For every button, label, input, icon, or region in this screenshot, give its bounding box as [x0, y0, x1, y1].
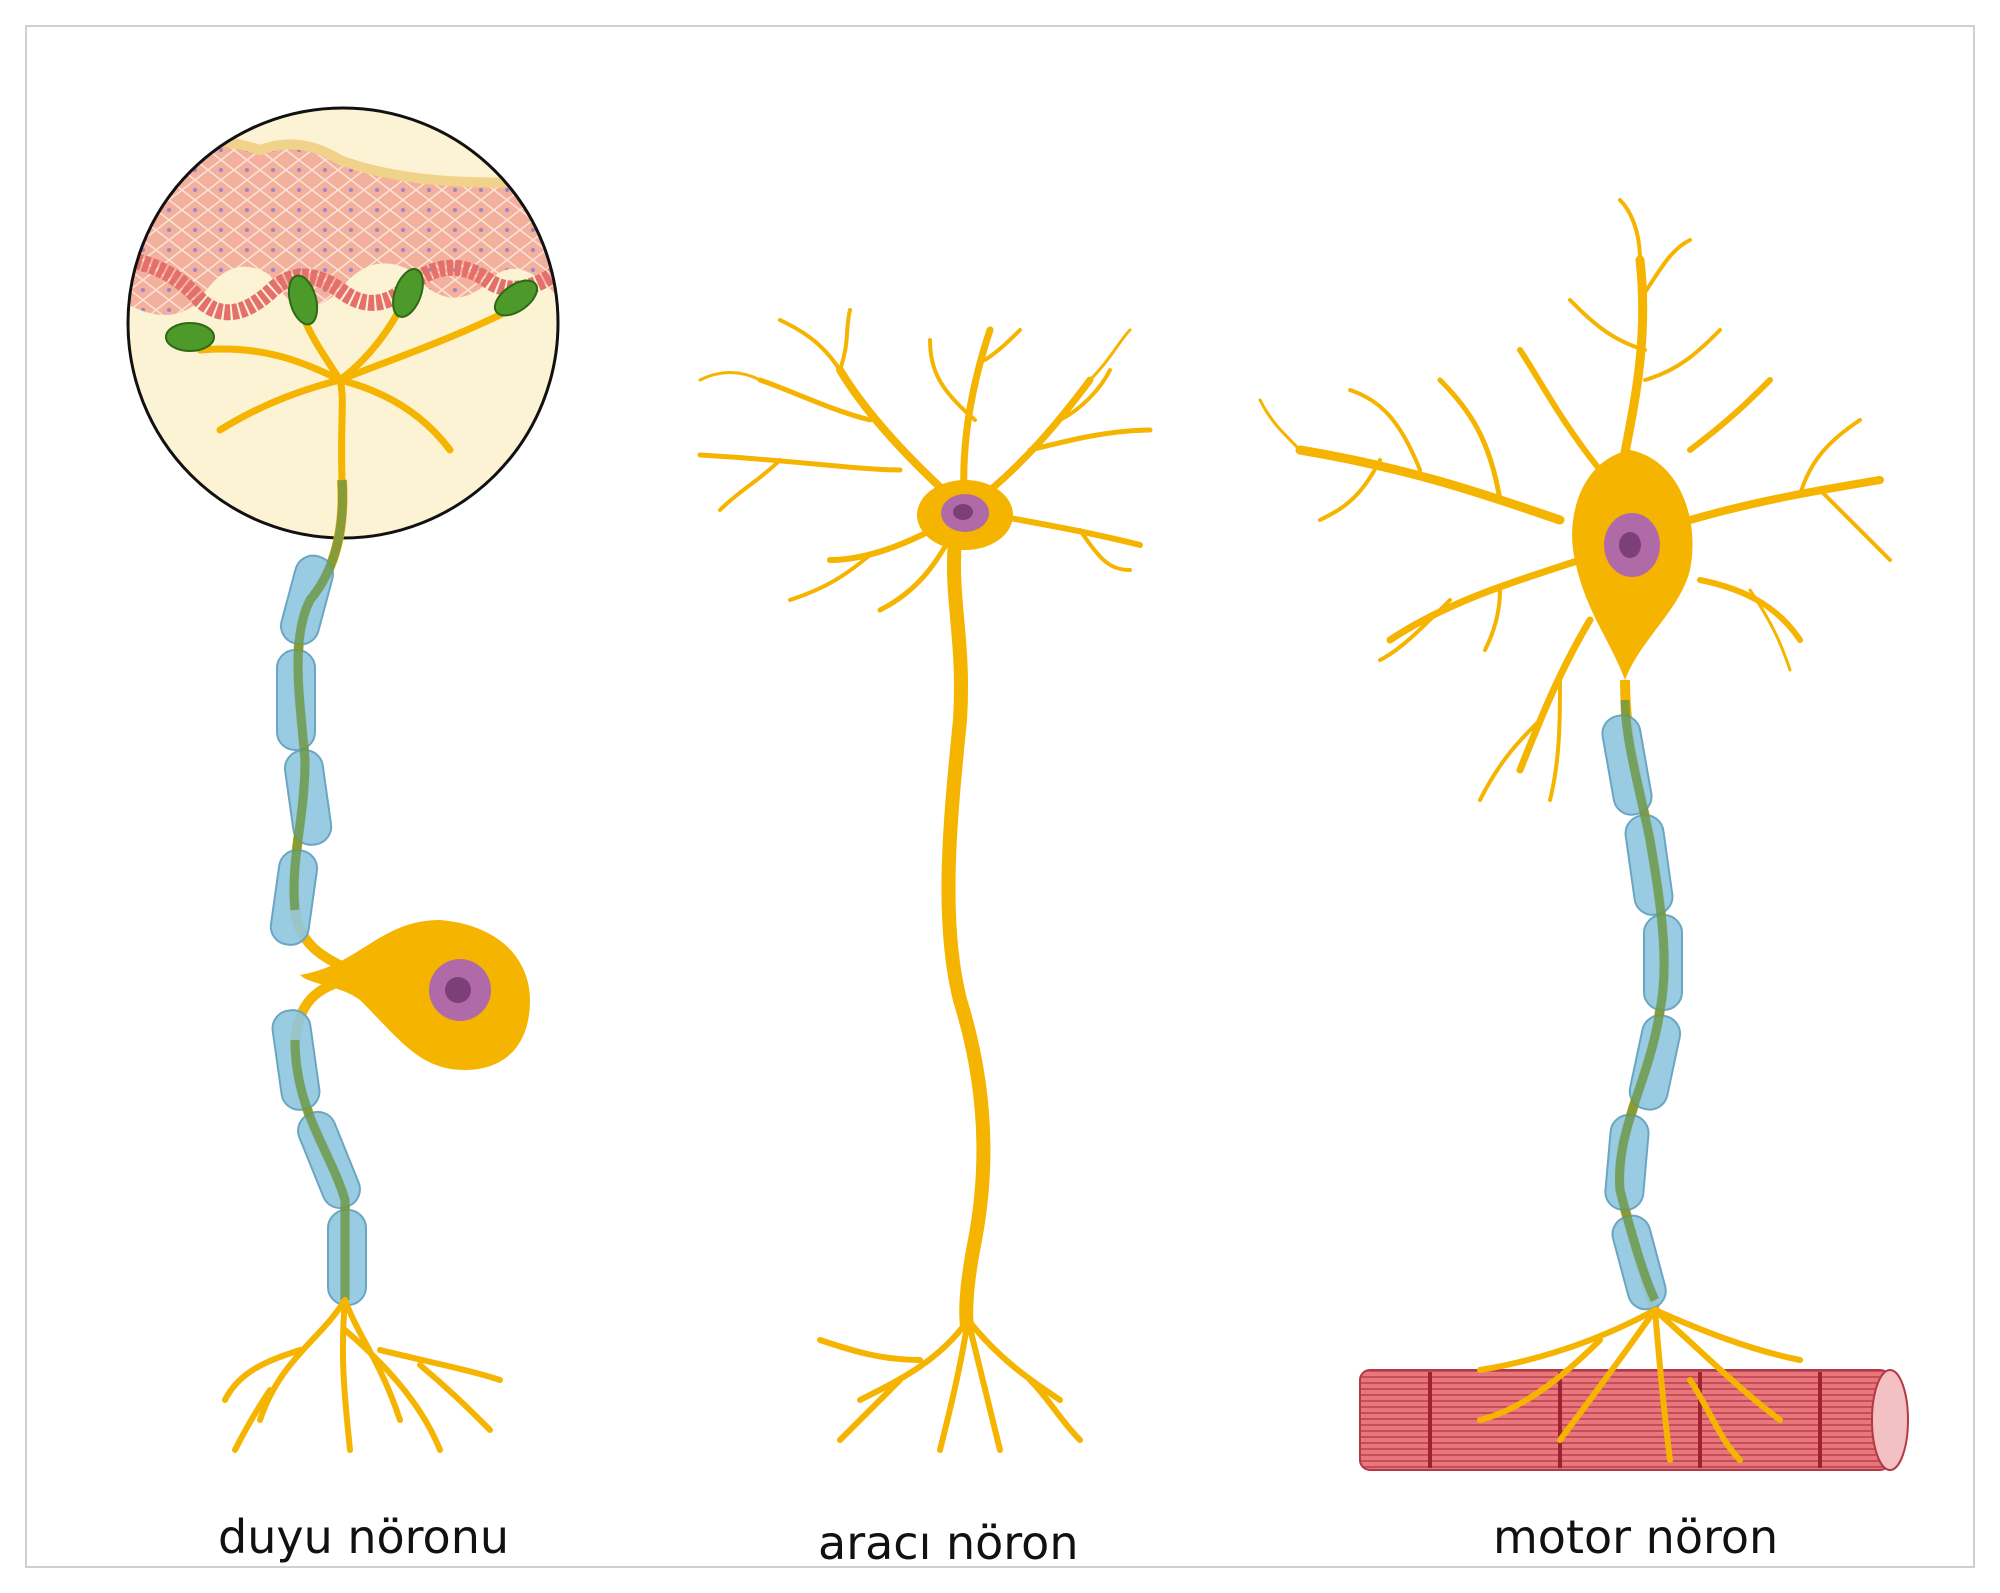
myelin-sheaths: [269, 554, 367, 1306]
sensory-axon-terminals: [222, 1297, 503, 1453]
motor-neuron-label: motor nöron: [1493, 1510, 1779, 1564]
muscle-fiber: [1359, 1369, 1909, 1471]
interneuron-axon-terminals: [817, 1317, 1083, 1453]
sensory-neuron-label: duyu nöronu: [218, 1510, 510, 1564]
sensory-neuron: [126, 106, 560, 1453]
interneuron: [697, 308, 1153, 1453]
interneuron-axon: [941, 539, 991, 1333]
interneuron-dendrites: [697, 308, 1153, 613]
motor-dendrites: [1258, 198, 1892, 802]
skin-inset: [128, 108, 558, 538]
motor-neuron: [1258, 198, 1909, 1471]
interneuron-label: aracı nöron: [818, 1516, 1079, 1570]
motor-axon-terminals: [1477, 1307, 1803, 1463]
